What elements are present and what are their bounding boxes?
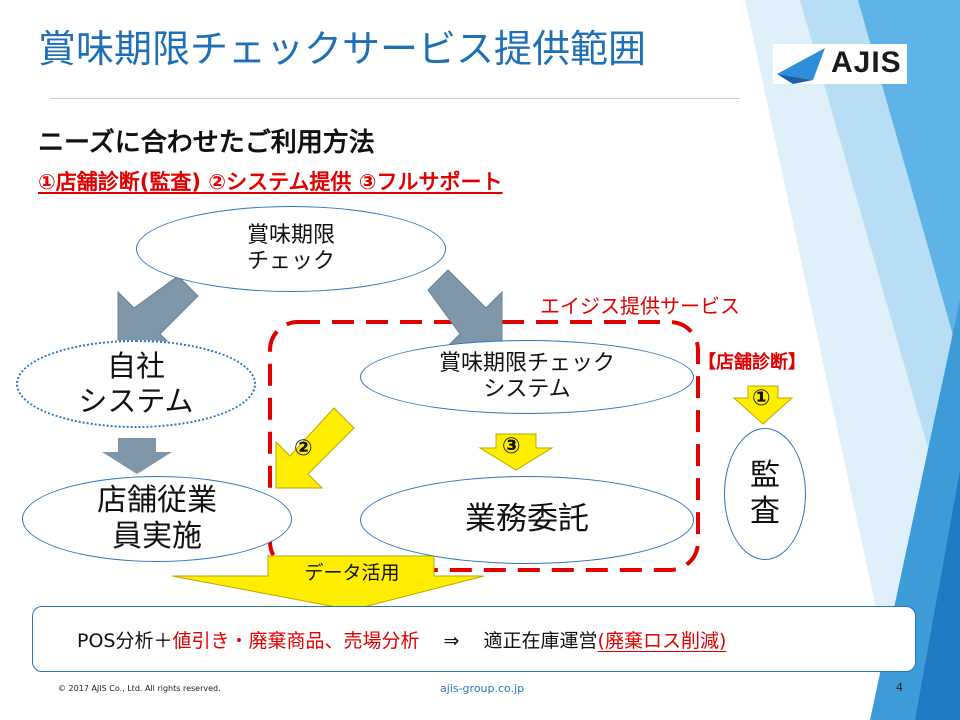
result-box: POS分析＋値引き・廃棄商品、売場分析 ⇒ 適正在庫運営(廃棄ロス削減) — [32, 606, 916, 672]
node-outsourcing-label: 業務委託 — [465, 501, 589, 538]
node-expiry-check: 賞味期限 チェック — [136, 206, 446, 292]
node-audit-label: 監 査 — [750, 458, 780, 529]
result-inventory: 適正在庫運営 — [483, 629, 598, 652]
result-pos: POS分析＋ — [77, 629, 173, 652]
arrow-step2 — [275, 407, 355, 489]
node-own-system-label: 自社 システム — [78, 349, 194, 418]
arrow-to-store-staff — [102, 438, 172, 474]
store-diagnosis-label: 【店舗診断】 — [698, 352, 806, 373]
step2-number: ② — [294, 436, 313, 461]
logo-text: AJIS — [831, 46, 902, 79]
company-logo: AJIS — [773, 44, 907, 84]
node-audit: 監 査 — [724, 428, 806, 560]
service-label: エイジス提供サービス — [540, 294, 740, 318]
arrow-data-usage — [171, 555, 485, 611]
node-expiry-check-label: 賞味期限 チェック — [246, 222, 335, 274]
result-arrow: ⇒ — [443, 629, 460, 652]
data-usage-label: データ活用 — [304, 561, 400, 584]
node-expiry-system-label: 賞味期限チェック システム — [438, 350, 615, 402]
footer-url: ajis-group.co.jp — [440, 682, 525, 695]
footer-copyright: © 2017 AJIS Co., Ltd. All rights reserve… — [58, 684, 221, 693]
usage-options: ①店舗診断(監査) ②システム提供 ③フルサポート — [38, 170, 503, 194]
arrow-step3 — [478, 433, 554, 471]
arrow-to-own-system — [117, 275, 199, 351]
title-divider — [50, 98, 740, 99]
result-analysis: 値引き・廃棄商品、売場分析 — [172, 629, 420, 652]
result-loss-reduction: (廃棄ロス削減) — [597, 629, 727, 652]
node-expiry-system: 賞味期限チェック システム — [360, 340, 694, 414]
step1-number: ① — [752, 386, 771, 411]
node-outsourcing: 業務委託 — [360, 476, 694, 564]
node-own-system: 自社 システム — [16, 340, 256, 428]
node-store-staff-label: 店舗従業 員実施 — [97, 483, 217, 554]
page-title: 賞味期限チェックサービス提供範囲 — [38, 27, 647, 71]
arrow-to-expiry-system — [427, 269, 503, 351]
node-store-staff: 店舗従業 員実施 — [22, 476, 292, 562]
step3-number: ③ — [502, 434, 521, 459]
result-text: POS分析＋値引き・廃棄商品、売場分析 ⇒ 適正在庫運営(廃棄ロス削減) — [77, 626, 726, 653]
logo-mark-icon — [777, 48, 825, 84]
page-number: 4 — [896, 681, 903, 694]
arrow-step1 — [732, 385, 794, 425]
subtitle: ニーズに合わせたご利用方法 — [38, 128, 375, 158]
